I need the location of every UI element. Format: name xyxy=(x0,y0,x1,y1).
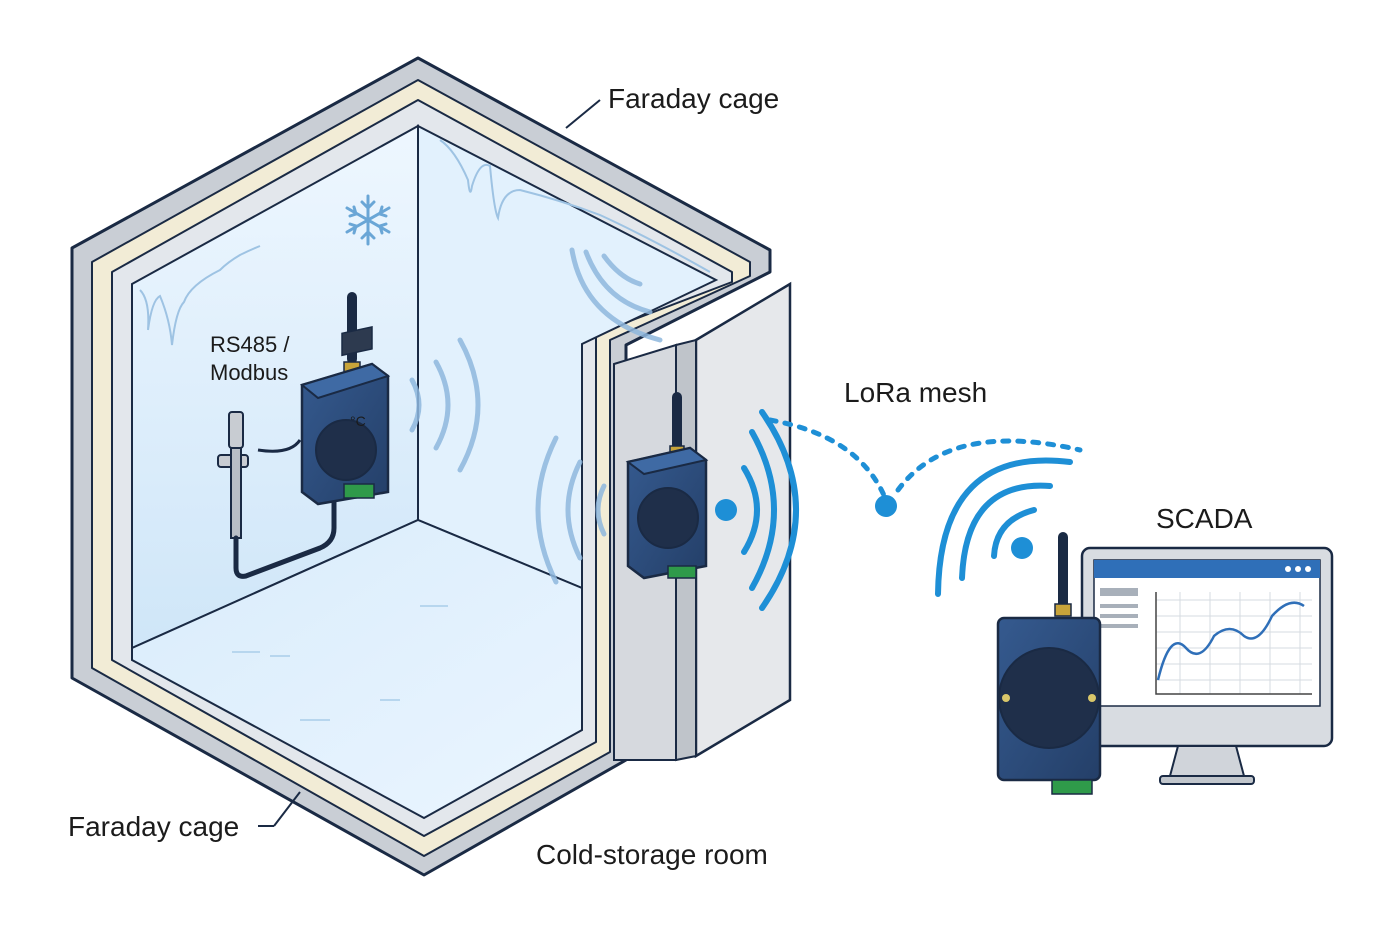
lora-waves-gateway xyxy=(715,409,799,611)
floor-frost xyxy=(232,605,448,721)
line-chart-icon xyxy=(1155,592,1312,695)
scada-label: SCADA xyxy=(1156,503,1253,534)
faraday-cage-label-bottom: Faraday cage xyxy=(68,811,239,842)
gateway-device xyxy=(625,392,709,580)
lora-mesh-link xyxy=(767,417,1083,503)
faraday-bottom-leader xyxy=(273,791,301,827)
rs485-label: RS485 / xyxy=(210,332,290,357)
lora-mesh-label: LoRa mesh xyxy=(844,377,987,408)
window-dots-icon xyxy=(1285,566,1311,572)
scada-monitor xyxy=(1080,546,1334,785)
antenna-icon xyxy=(669,392,685,457)
modbus-label: Modbus xyxy=(210,360,288,385)
indoor-radio-waves xyxy=(409,247,663,585)
room-structure xyxy=(70,56,792,877)
icicles-right xyxy=(439,139,711,273)
icicles-left xyxy=(139,245,261,346)
sensor-display-text: °C xyxy=(350,413,366,429)
scada-sidebar xyxy=(1100,588,1138,628)
wifi-icon xyxy=(935,457,1073,597)
sensor-device: °C xyxy=(299,292,391,506)
antenna-icon xyxy=(1054,532,1072,617)
cold-storage-room-label: Cold-storage room xyxy=(536,839,768,870)
faraday-top-leader xyxy=(565,99,601,129)
scada-gateway-device xyxy=(996,532,1102,795)
snowflake-icon xyxy=(345,194,391,246)
faraday-cage-label-top: Faraday cage xyxy=(608,83,779,114)
mesh-node xyxy=(875,495,897,517)
